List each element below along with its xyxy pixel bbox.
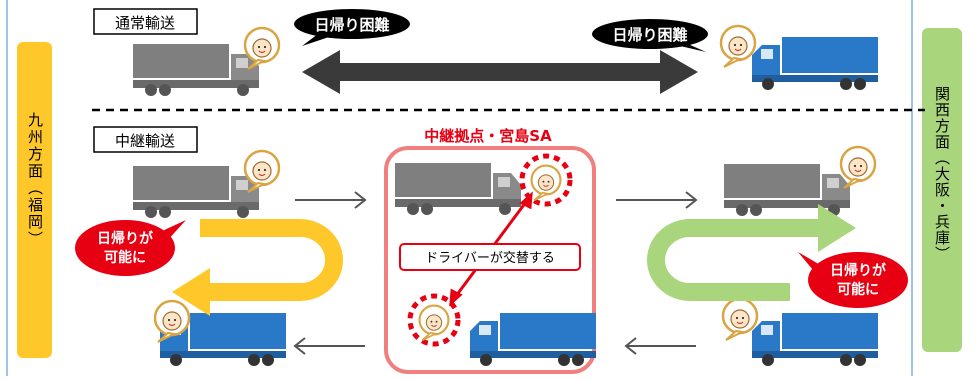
- normal-right-driver-icon: [719, 24, 757, 69]
- left-badge-line-1: 日帰りが: [97, 230, 154, 247]
- relay-right-bottom-driver-icon: [721, 297, 759, 342]
- left-u-turn-arrow-icon: [172, 268, 210, 316]
- relay-right-gray-truck-icon: [724, 164, 850, 216]
- flow-arrows: [293, 191, 698, 355]
- kyushu-region-bar: [17, 42, 52, 358]
- bubble-right-text: 日帰り困難: [612, 26, 687, 44]
- hub-driver-bottom-highlight: [407, 293, 461, 347]
- normal-gray-truck-icon: [133, 44, 259, 96]
- relay-right-blue-truck-icon: [752, 313, 878, 366]
- left-badge-line-2: 可能に: [104, 249, 146, 266]
- relay-left-gray-truck-icon: [133, 166, 259, 218]
- left-badge-shape: [75, 220, 175, 276]
- hub-driver-top-highlight: [519, 153, 573, 207]
- normal-label: 通常輸送: [115, 14, 175, 32]
- flow-arrow-2-icon: [616, 191, 698, 209]
- right-badge-line-2: 可能に: [837, 281, 879, 298]
- swap-label-box: [399, 243, 581, 271]
- right-region-label: 関西方面（大阪・兵庫）: [933, 86, 951, 262]
- right-badge-shape: [808, 252, 908, 308]
- swap-arrow-head-top-icon: [519, 191, 533, 210]
- relay-label: 中継輸送: [115, 132, 175, 150]
- flow-arrow-3-icon: [293, 337, 365, 355]
- swap-label: ドライバーが交替する: [425, 250, 555, 266]
- left-u-turn-body: [200, 219, 343, 301]
- bubble-left-shape: [294, 9, 410, 39]
- double-arrow-icon: [302, 50, 698, 94]
- left-region-label-wrap: 九州方面（福岡）: [26, 112, 44, 248]
- swap-arrow-head-bottom-icon: [449, 288, 463, 307]
- normal-label-box: [93, 8, 198, 35]
- bubble-right-shape: [592, 19, 708, 49]
- normal-blue-truck-icon: [752, 37, 878, 90]
- relay-label-box: [93, 126, 198, 153]
- hub-title: 中継拠点・宮島SA: [424, 127, 552, 145]
- right-badge-line-1: 日帰りが: [830, 262, 887, 279]
- left-region-label: 九州方面（福岡）: [26, 112, 44, 248]
- right-u-turn-body: [647, 219, 825, 301]
- flow-arrow-1-icon: [295, 191, 367, 209]
- right-region-label-wrap: 関西方面（大阪・兵庫）: [933, 86, 951, 262]
- bubble-left-text: 日帰り困難: [314, 16, 389, 34]
- kansai-region-bar: [922, 28, 962, 352]
- right-u-turn-arrow-icon: [818, 204, 856, 252]
- flow-arrow-4-icon: [624, 337, 696, 355]
